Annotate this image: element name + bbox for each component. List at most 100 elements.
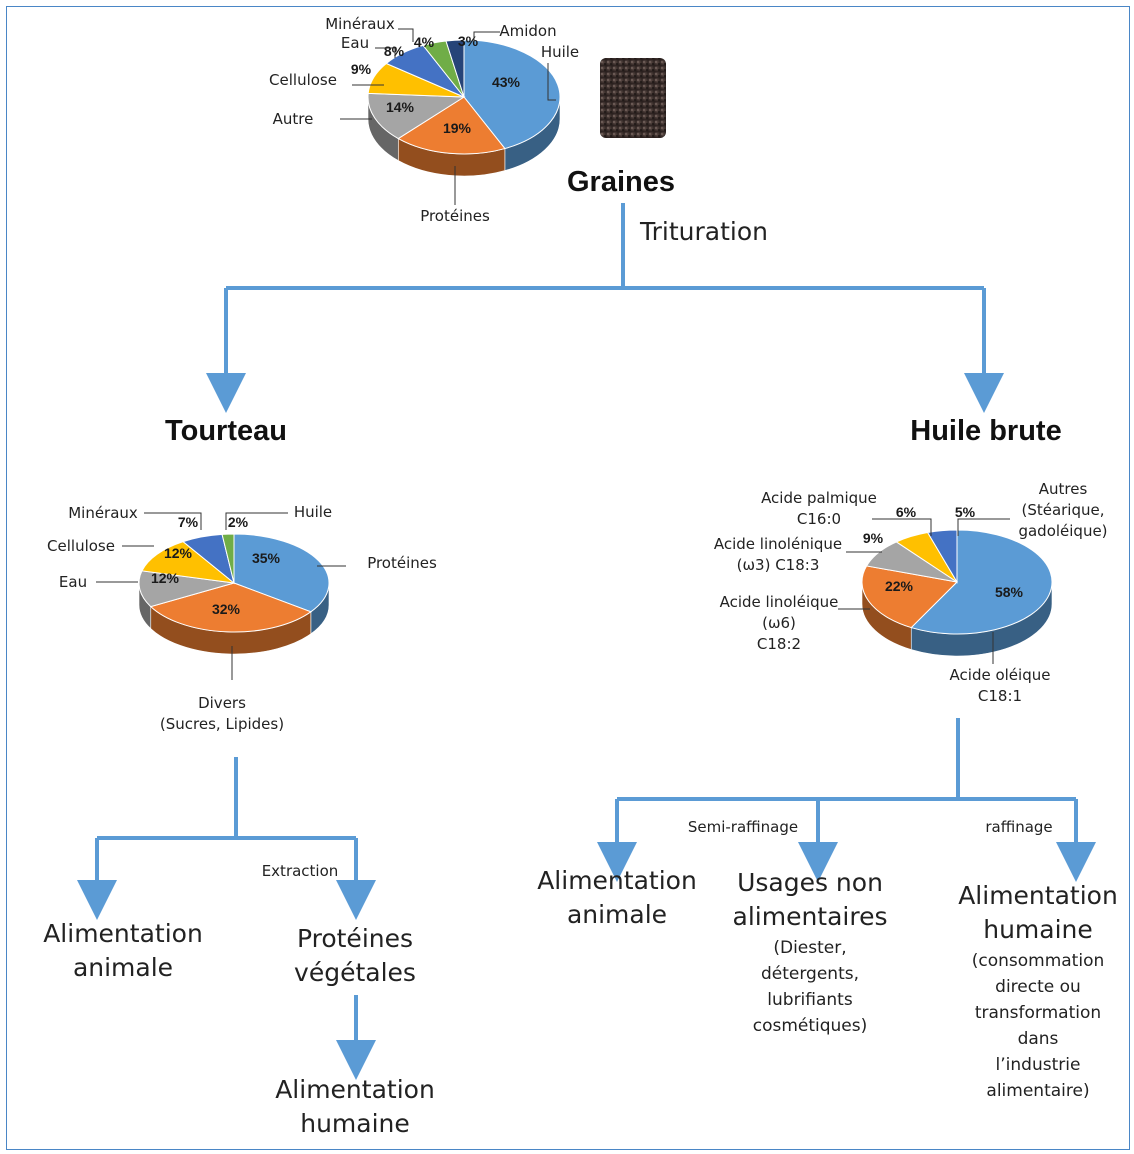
pie-slice-autres bbox=[926, 529, 958, 584]
label-semi-raffinage: Semi-raffinage bbox=[688, 818, 798, 836]
leader-line-mineraux bbox=[398, 28, 414, 42]
pie-chart-graines: 43%19%14%9%8%4%3%HuileProtéinesAutreCell… bbox=[269, 15, 579, 225]
flow-trituration bbox=[206, 203, 1004, 413]
pie-slice-cellulose bbox=[141, 541, 236, 584]
pie-slice-autre bbox=[367, 92, 466, 140]
label-trituration: Trituration bbox=[639, 217, 768, 246]
pie-category-label-acide-oleique: C18:1 bbox=[978, 687, 1022, 705]
pie-pct-label-eau: 8% bbox=[384, 43, 405, 59]
pie-category-label-huile: Huile bbox=[541, 43, 579, 61]
pie-pct-label-acide-oleique: 58% bbox=[995, 584, 1024, 600]
pie-slice-eau bbox=[138, 570, 235, 608]
svg-text:directe ou: directe ou bbox=[995, 977, 1081, 997]
svg-text:transformation: transformation bbox=[975, 1003, 1101, 1023]
svg-text:l’industrie: l’industrie bbox=[996, 1055, 1081, 1075]
pie-category-label-huile: Huile bbox=[294, 503, 332, 521]
pie-category-label-acide-linoleique: C18:2 bbox=[757, 635, 801, 653]
svg-text:humaine: humaine bbox=[300, 1109, 410, 1138]
title-tourteau: Tourteau bbox=[165, 415, 287, 447]
leader-line-huile bbox=[225, 512, 288, 530]
pie-pct-label-divers: 32% bbox=[212, 601, 241, 617]
diagram-frame bbox=[6, 6, 1130, 1150]
svg-text:(consommation: (consommation bbox=[972, 951, 1105, 971]
title-huile-brute: Huile brute bbox=[910, 415, 1061, 447]
pie-category-label-cellulose: Cellulose bbox=[269, 71, 337, 89]
pie-pct-label-acide-linolenique: 9% bbox=[863, 530, 884, 546]
label-raffinage: raffinage bbox=[985, 818, 1052, 836]
pie-category-label-acide-linoleique: Acide linoléique bbox=[720, 593, 839, 611]
pie-slice-acide-oleique bbox=[910, 529, 1053, 635]
pie-pct-label-eau: 12% bbox=[151, 570, 180, 586]
leader-line-eau bbox=[375, 47, 396, 58]
output-tourteau-alimentation-humaine: Alimentation humaine bbox=[275, 1075, 435, 1138]
pie-pct-label-proteines: 19% bbox=[443, 120, 472, 136]
label-extraction: Extraction bbox=[262, 862, 339, 880]
svg-text:Alimentation: Alimentation bbox=[275, 1075, 435, 1104]
leader-line-acide-palmique bbox=[872, 518, 932, 536]
svg-text:lubrifiants: lubrifiants bbox=[767, 990, 853, 1010]
pie-category-label-divers: Divers bbox=[198, 694, 246, 712]
svg-text:Alimentation: Alimentation bbox=[958, 881, 1118, 910]
svg-text:Usages non: Usages non bbox=[737, 868, 883, 897]
pie-slice-proteines bbox=[397, 96, 506, 155]
svg-text:humaine: humaine bbox=[983, 915, 1093, 944]
pie-category-label-autre: Autre bbox=[273, 110, 314, 128]
leader-line-mineraux bbox=[144, 512, 202, 530]
pie-pct-label-mineraux: 7% bbox=[178, 514, 199, 530]
pie-pct-label-mineraux: 4% bbox=[414, 34, 435, 50]
output-usages-non-alimentaires: Usages non alimentaires (Diester, déterg… bbox=[733, 868, 888, 1036]
pie-category-label-mineraux: Minéraux bbox=[68, 504, 138, 522]
svg-text:cosmétiques): cosmétiques) bbox=[753, 1016, 868, 1036]
svg-text:Alimentation: Alimentation bbox=[43, 919, 203, 948]
pie-pct-label-proteines: 35% bbox=[252, 550, 281, 566]
pie-slice-amidon bbox=[445, 39, 465, 98]
svg-text:(Diester,: (Diester, bbox=[773, 938, 846, 958]
leader-line-huile bbox=[547, 63, 556, 101]
pie-category-label-eau: Eau bbox=[59, 573, 87, 591]
flow-tourteau bbox=[77, 757, 376, 1080]
svg-text:dans: dans bbox=[1018, 1029, 1059, 1049]
svg-text:végétales: végétales bbox=[294, 958, 416, 987]
pie-category-label-acide-palmique: C16:0 bbox=[797, 510, 841, 528]
pie-category-label-acide-linolenique: Acide linolénique bbox=[714, 535, 842, 553]
pie-pct-label-huile: 43% bbox=[492, 74, 521, 90]
pie-category-label-acide-linoleique: (ω6) bbox=[762, 614, 796, 632]
flow-huile-brute bbox=[597, 718, 1096, 882]
pie-category-label-mineraux: Minéraux bbox=[325, 15, 395, 33]
pie-slice-huile bbox=[463, 39, 561, 150]
pie-category-label-autres: gadoléique) bbox=[1018, 522, 1107, 540]
pie-slice-proteines bbox=[233, 533, 330, 613]
pie-pct-label-acide-linoleique: 22% bbox=[885, 578, 914, 594]
pie-category-label-amidon: Amidon bbox=[499, 22, 556, 40]
pie-pct-label-acide-palmique: 6% bbox=[896, 504, 917, 520]
title-graines: Graines bbox=[567, 166, 675, 198]
pie-pct-label-cellulose: 9% bbox=[351, 61, 372, 77]
svg-text:alimentaires: alimentaires bbox=[733, 902, 888, 931]
pie-slice-divers bbox=[149, 582, 312, 633]
leader-line-amidon bbox=[473, 31, 500, 42]
pie-pct-label-huile: 2% bbox=[228, 514, 249, 530]
svg-text:animale: animale bbox=[73, 953, 173, 982]
pie-category-label-proteines: Protéines bbox=[420, 207, 490, 225]
pie-pct-label-cellulose: 12% bbox=[164, 545, 193, 561]
pie-category-label-acide-oleique: Acide oléique bbox=[950, 666, 1051, 684]
pie-category-label-acide-palmique: Acide palmique bbox=[761, 489, 877, 507]
pie-category-label-cellulose: Cellulose bbox=[47, 537, 115, 555]
output-huile-alimentation-animale: Alimentation animale bbox=[537, 866, 697, 929]
svg-text:détergents,: détergents, bbox=[761, 964, 859, 984]
pie-category-label-autres: (Stéarique, bbox=[1021, 501, 1104, 519]
leader-line-autres bbox=[957, 518, 1010, 536]
pie-category-label-acide-linolenique: (ω3) C18:3 bbox=[737, 556, 820, 574]
pie-category-label-autres: Autres bbox=[1039, 480, 1088, 498]
pie-pct-label-autre: 14% bbox=[386, 99, 415, 115]
pie-category-label-divers: (Sucres, Lipides) bbox=[160, 715, 284, 733]
svg-text:animale: animale bbox=[567, 900, 667, 929]
pie-category-label-proteines: Protéines bbox=[367, 554, 437, 572]
svg-text:Protéines: Protéines bbox=[297, 924, 413, 953]
svg-text:Alimentation: Alimentation bbox=[537, 866, 697, 895]
pie-category-label-eau: Eau bbox=[341, 34, 369, 52]
pie-pct-label-autres: 5% bbox=[955, 504, 976, 520]
